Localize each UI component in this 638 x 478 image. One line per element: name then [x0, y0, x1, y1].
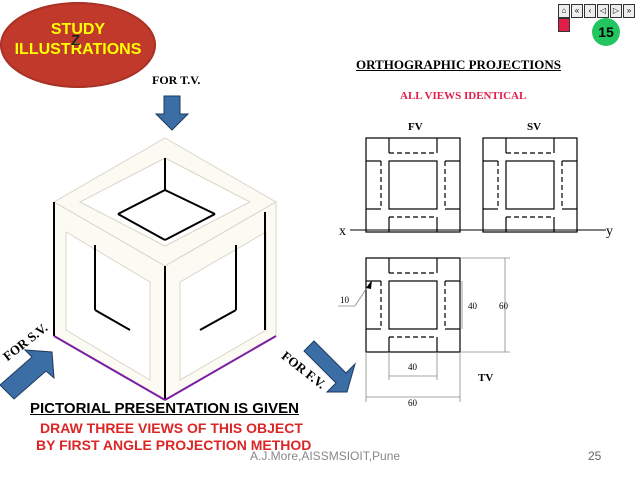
badge-line2: ILLUSTRATIONS — [14, 41, 142, 58]
prev-slide-icon[interactable]: ‹ — [584, 4, 596, 18]
study-illustrations-badge[interactable] — [0, 2, 156, 88]
study-illustrations-label: STUDY ILLUSTRATIONS — [0, 20, 156, 60]
next-slide-icon[interactable]: ▷ — [610, 4, 622, 18]
dim-10: 10 — [340, 295, 350, 305]
isometric-object-edges — [53, 158, 266, 400]
arrow-fv-icon — [303, 340, 357, 393]
badge-mark: Z — [71, 32, 81, 49]
dim-40-horizontal: 40 — [408, 362, 418, 372]
leader-arrowhead — [366, 280, 372, 289]
y-label: y — [606, 224, 613, 239]
last-slide-icon[interactable]: » — [623, 4, 635, 18]
first-slide-icon[interactable]: « — [571, 4, 583, 18]
end-show-icon[interactable] — [558, 18, 570, 32]
slide-navigation: ⌂«‹◁▷» — [558, 0, 638, 32]
sv-label: SV — [527, 121, 542, 133]
dim-60-vertical: 60 — [499, 301, 509, 311]
tv-label: TV — [478, 372, 494, 384]
isometric-base-edge — [53, 335, 277, 401]
arrow-sv-icon — [0, 349, 55, 400]
fv-label: FV — [408, 121, 423, 133]
instruction-line2: BY FIRST ANGLE PROJECTION METHOD — [36, 437, 312, 453]
x-label: x — [339, 224, 346, 239]
for-tv-label: FOR T.V. — [152, 73, 201, 87]
footer-author: A.J.More,AISSMSIOIT,Pune — [250, 449, 401, 463]
dim-40-vertical: 40 — [468, 301, 478, 311]
badge-line1: STUDY — [50, 21, 106, 38]
front-view — [365, 137, 461, 233]
instruction-line1: DRAW THREE VIEWS OF THIS OBJECT — [40, 420, 303, 436]
arrow-tv-icon — [154, 95, 190, 131]
views-identical-note: ALL VIEWS IDENTICAL — [400, 90, 527, 102]
dimension-lines — [338, 257, 510, 402]
top-view — [365, 257, 461, 353]
pictorial-heading: PICTORIAL PRESENTATION IS GIVEN — [30, 400, 299, 417]
dim-60-horizontal: 60 — [408, 398, 418, 408]
slide-number-badge: 15 — [592, 18, 620, 46]
orthographic-title: ORTHOGRAPHIC PROJECTIONS — [356, 57, 562, 72]
back-icon[interactable]: ◁ — [597, 4, 609, 18]
side-view — [482, 137, 578, 233]
footer-page-number: 25 — [588, 449, 602, 463]
isometric-object — [52, 137, 278, 401]
